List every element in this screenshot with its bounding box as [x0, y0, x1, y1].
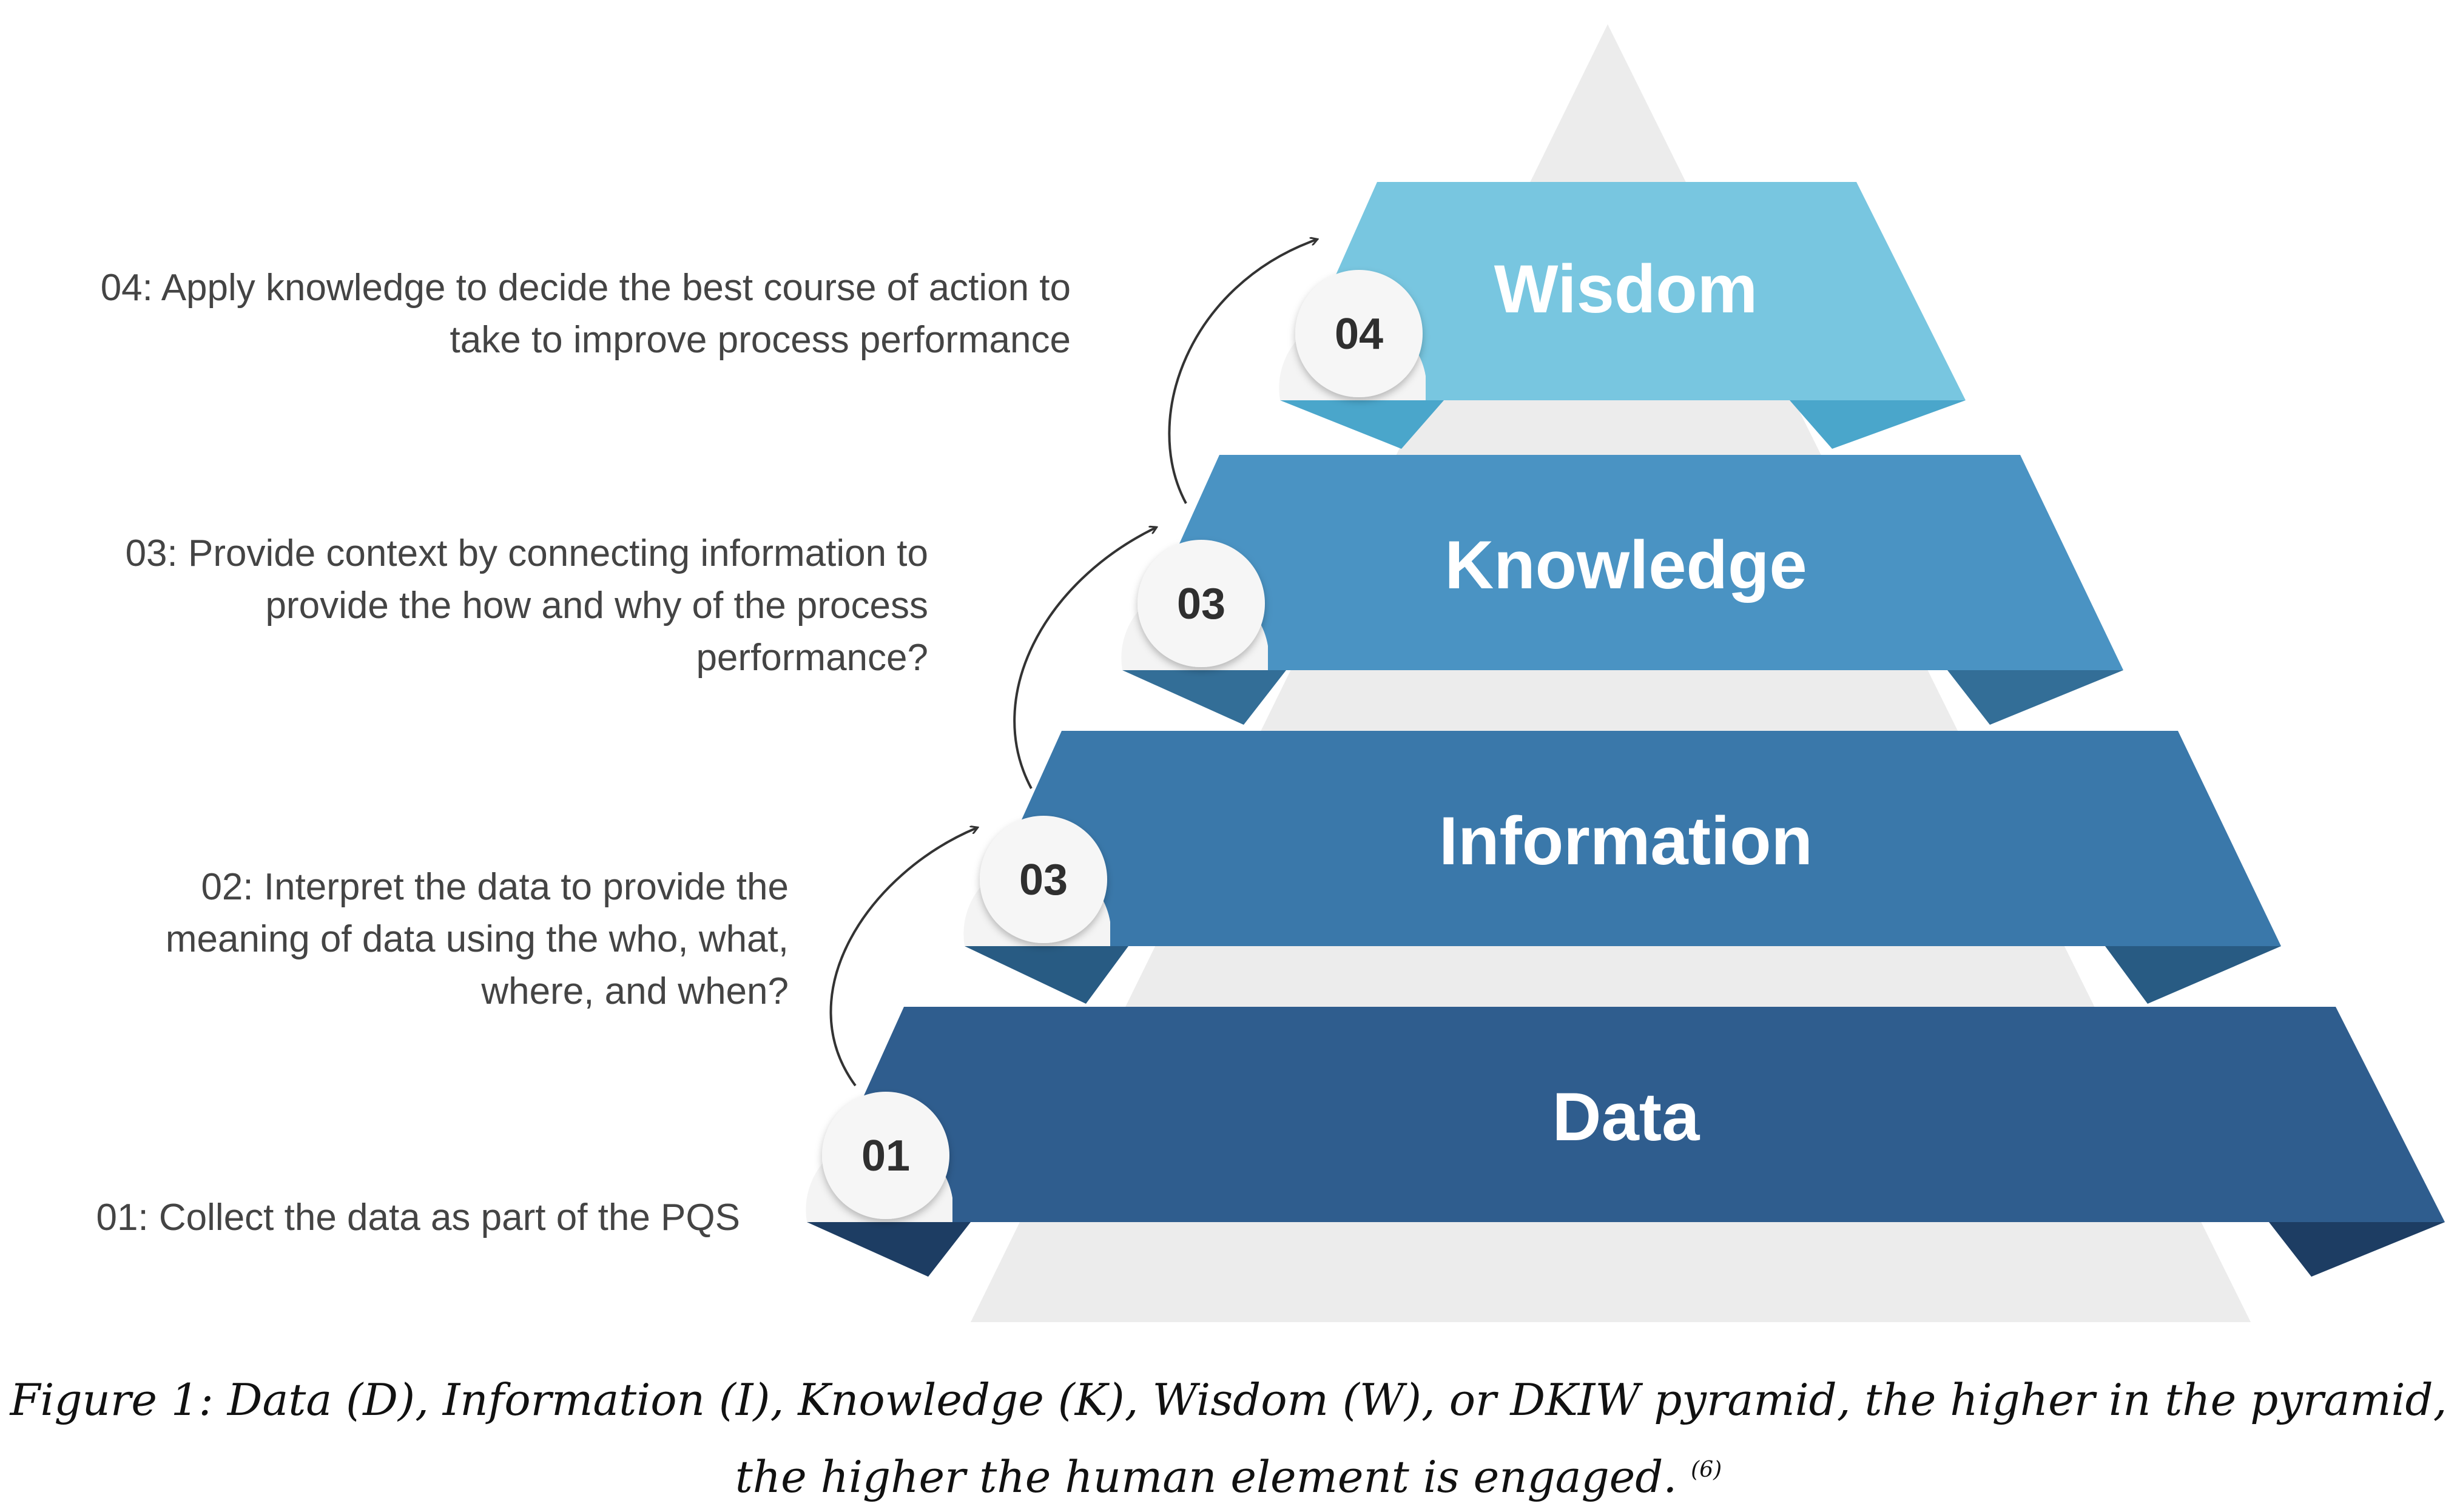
tier-badge-circle-data [822, 1092, 949, 1219]
arrow-knowledge-to-wisdom [1168, 240, 1316, 504]
tier-data: 01 Data [806, 1007, 2445, 1277]
tier-band-knowledge [1122, 455, 2123, 670]
tier-description-wisdom: 04: Apply knowledge to decide the best c… [100, 267, 1071, 361]
arrow-data-to-information [829, 828, 977, 1087]
tier-band-information [965, 731, 2281, 946]
tier-fold-left-information [965, 946, 1128, 1004]
tier-badge-number-knowledge: 03 [1177, 580, 1225, 628]
tier-wisdom: 04 Wisdom [1279, 182, 1966, 449]
tier-description-data: 01: Collect the data as part of the PQS [96, 1197, 740, 1238]
pyramid-background [971, 24, 2251, 1322]
tier-fold-right-knowledge [1947, 670, 2123, 725]
tier-badge-number-information: 03 [1019, 856, 1068, 904]
tier-label-knowledge: Knowledge [1444, 527, 1807, 603]
tier-badge-number-wisdom: 04 [1335, 310, 1383, 358]
tier-label-wisdom: Wisdom [1494, 251, 1758, 327]
tier-label-data: Data [1552, 1079, 1700, 1155]
tier-fold-right-information [2105, 946, 2281, 1004]
tier-badge-circle-information [980, 816, 1107, 943]
tier-badge-number-data: 01 [861, 1132, 910, 1180]
tier-badge-circle-wisdom [1295, 270, 1423, 397]
tier-fold-left-data [807, 1222, 971, 1277]
tier-description-knowledge: 03: Provide context by connecting inform… [125, 533, 928, 679]
tier-knowledge: 03 Knowledge [1121, 455, 2123, 725]
tier-fold-right-data [2269, 1222, 2445, 1277]
tier-badge-circle-knowledge [1138, 540, 1265, 667]
tier-description-information: 02: Interpret the data to provide the me… [165, 866, 789, 1012]
tier-fold-left-wisdom [1280, 400, 1444, 449]
tier-band-wisdom [1280, 182, 1966, 400]
figure-caption: Figure 1: Data (D), Information (I), Kno… [0, 1365, 2457, 1512]
caption-text: Figure 1: Data (D), Information (I), Kno… [10, 1374, 2447, 1502]
tier-fold-left-knowledge [1122, 670, 1286, 725]
arrow-information-to-knowledge [1013, 528, 1156, 789]
tier-information: 03 Information [963, 731, 2281, 1004]
tier-band-data [807, 1007, 2445, 1222]
caption-reference: (6) [1691, 1457, 1722, 1482]
tier-fold-right-wisdom [1790, 400, 1966, 449]
tier-label-information: Information [1439, 803, 1813, 879]
